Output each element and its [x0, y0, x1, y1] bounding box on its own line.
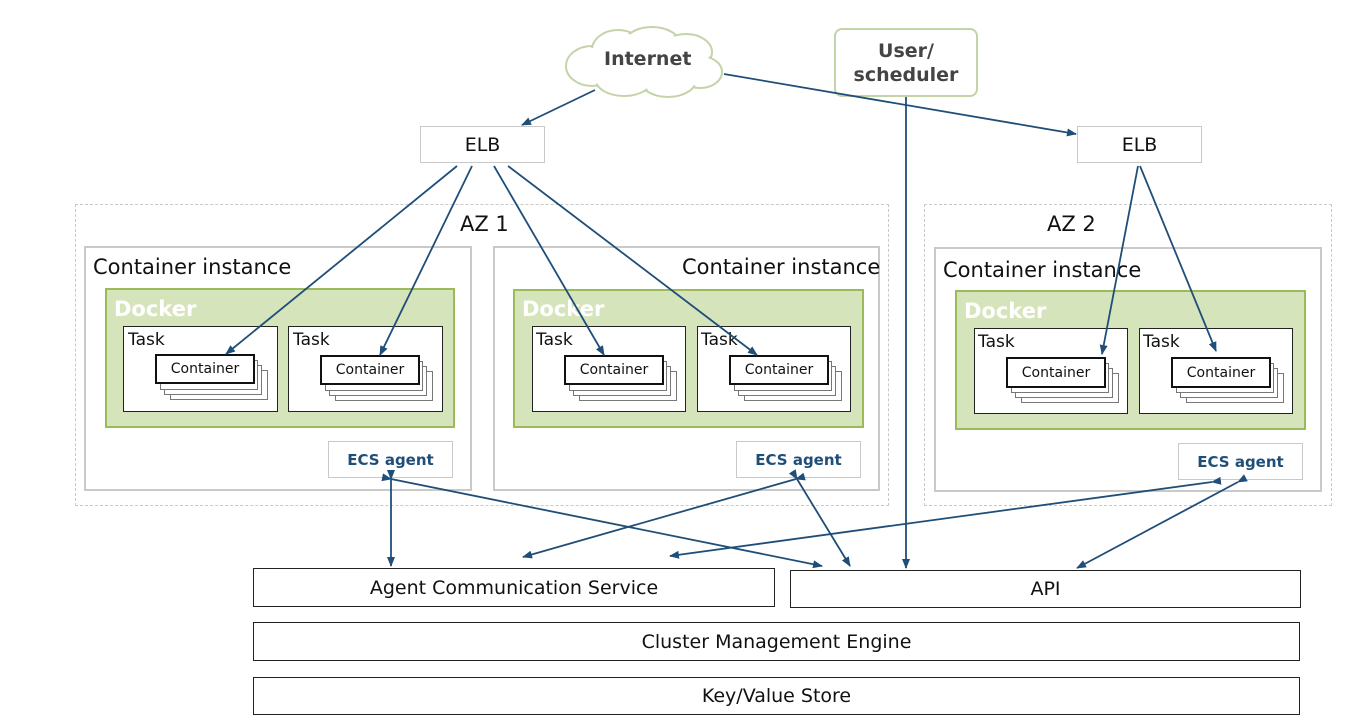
- task-3-1-label: Task: [978, 332, 1015, 352]
- user-scheduler-line2: scheduler: [853, 63, 959, 86]
- container-2-1: Container: [564, 355, 664, 385]
- internet-cloud-icon: [565, 26, 723, 98]
- arrow-internet-elb-right: [723, 73, 1077, 137]
- container-3-1: Container: [1006, 357, 1106, 388]
- agent-communication-service: Agent Communication Service: [253, 568, 775, 607]
- docker-3-label: Docker: [964, 299, 1047, 323]
- arrow-elb-container-2-2: [507, 165, 758, 356]
- task-2-2-label: Task: [701, 330, 738, 350]
- api-layer: API: [790, 570, 1301, 608]
- container-instance-1-label: Container instance: [93, 255, 292, 279]
- internet-label: Internet: [604, 48, 692, 70]
- container-1-1: Container: [155, 354, 255, 384]
- container-instance-2-label: Container instance: [682, 255, 881, 279]
- elb-left: ELB: [420, 126, 545, 163]
- docker-1-label: Docker: [114, 297, 197, 321]
- container-1-2: Container: [320, 355, 420, 385]
- arrow-agent2-api: [788, 469, 851, 567]
- arrow-agent2-acs: [522, 472, 806, 559]
- task-1-2-label: Task: [293, 330, 330, 350]
- arrow-elb-container-2-1: [493, 165, 605, 356]
- container-3-2: Container: [1171, 357, 1271, 388]
- task-3-2-label: Task: [1143, 332, 1180, 352]
- elb-right: ELB: [1077, 126, 1202, 163]
- cluster-management-engine: Cluster Management Engine: [253, 622, 1300, 661]
- ecs-agent-3: ECS agent: [1178, 443, 1303, 480]
- arrow-elb-container-3-1: [1099, 165, 1139, 355]
- az2-label: AZ 2: [1047, 212, 1096, 236]
- arrow-agent3-api: [1076, 474, 1248, 569]
- user-scheduler-box: User/ scheduler: [834, 28, 978, 97]
- container-instance-3-label: Container instance: [943, 258, 1142, 282]
- arrow-internet-elb-left: [521, 89, 596, 126]
- arrow-elb-container-1-2: [379, 165, 473, 356]
- task-2-1-label: Task: [536, 330, 573, 350]
- az1-label: AZ 1: [460, 212, 509, 236]
- user-scheduler-line1: User/: [878, 39, 934, 62]
- key-value-store: Key/Value Store: [253, 677, 1300, 715]
- container-2-2: Container: [729, 355, 829, 385]
- task-1-1-label: Task: [128, 330, 165, 350]
- arrow-agent1-api: [381, 473, 823, 569]
- docker-2-label: Docker: [522, 297, 605, 321]
- arrow-agent3-acs: [669, 476, 1222, 559]
- arrow-elb-container-3-2: [1139, 165, 1217, 352]
- arrow-elb-container-1-1: [225, 165, 458, 355]
